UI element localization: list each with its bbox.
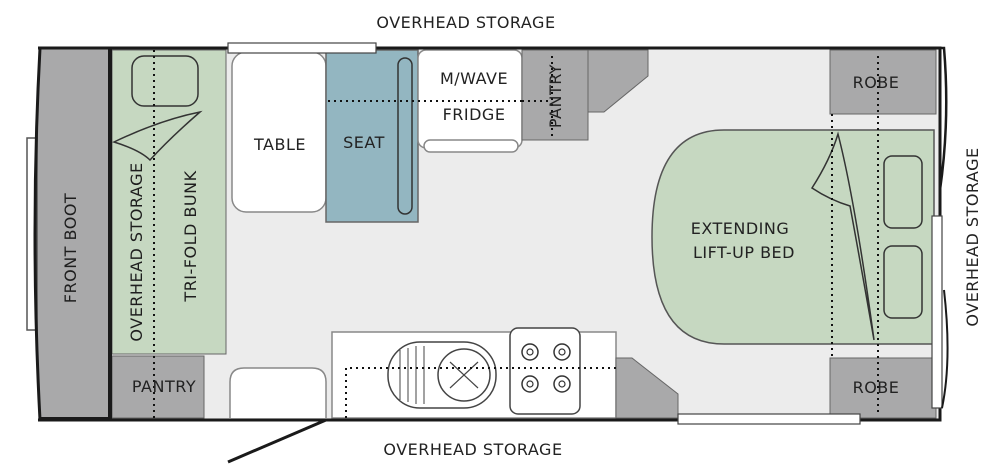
bed-pillow-bottom	[883, 245, 923, 319]
sink	[387, 341, 497, 409]
overhead-right-label: OVERHEAD STORAGE	[963, 147, 982, 326]
sink-bowl	[437, 348, 491, 402]
burner	[553, 375, 571, 393]
pantry-left-cabinet	[111, 355, 205, 419]
microwave-label: M/WAVE	[440, 69, 508, 88]
bed-fold-line	[810, 131, 875, 341]
bunk-fold-line	[111, 110, 203, 162]
front-boot-label: FRONT BOOT	[61, 193, 80, 303]
fridge-label: FRIDGE	[443, 105, 506, 124]
seat-back	[397, 57, 413, 215]
corner-cabinet-top	[587, 49, 649, 113]
pantry-top-label: PANTRY	[546, 64, 565, 128]
front-window	[26, 137, 38, 331]
lift-up-bed	[651, 129, 935, 345]
door	[227, 418, 327, 464]
burner	[521, 375, 539, 393]
overhead-storage-line	[345, 367, 618, 418]
cooktop	[509, 327, 581, 415]
fridge-shape	[417, 49, 523, 149]
seat-label: SEAT	[343, 133, 385, 152]
burner	[553, 343, 571, 361]
entry-step	[229, 367, 327, 418]
bed-pillow-top	[883, 155, 923, 229]
bed-label-line2: LIFT-UP BED	[693, 243, 795, 262]
robe-top-label: ROBE	[853, 73, 900, 92]
burner	[558, 380, 566, 388]
front-wall	[33, 47, 42, 421]
rear-window-frame	[941, 289, 949, 409]
burner	[526, 380, 534, 388]
burner	[526, 348, 534, 356]
pantry-left-label: PANTRY	[132, 377, 196, 396]
window-rear	[931, 215, 943, 409]
burner	[521, 343, 539, 361]
window-top	[227, 42, 377, 54]
overhead-top-label: OVERHEAD STORAGE	[376, 13, 555, 32]
burner	[558, 348, 566, 356]
pantry-top-cabinet	[521, 49, 589, 141]
robe-top-cabinet	[829, 49, 937, 115]
corner-cabinet-bottom	[615, 357, 679, 419]
table-label: TABLE	[253, 135, 306, 154]
window-bottom	[677, 413, 861, 425]
rear-wall	[938, 46, 948, 191]
robe-bottom-label: ROBE	[853, 378, 900, 397]
tri-fold-bunk	[111, 49, 227, 355]
overhead-left-label: OVERHEAD STORAGE	[127, 162, 146, 341]
overhead-bottom-label: OVERHEAD STORAGE	[383, 440, 562, 459]
bunk-pillow	[131, 55, 199, 107]
robe-bottom-cabinet	[829, 357, 937, 419]
table-shape	[231, 51, 327, 213]
bed-label-line1: EXTENDING	[691, 219, 790, 238]
fridge-base	[423, 139, 519, 153]
sink-drain-line	[449, 361, 479, 389]
tri-fold-bunk-label: TRI-FOLD BUNK	[181, 170, 200, 302]
